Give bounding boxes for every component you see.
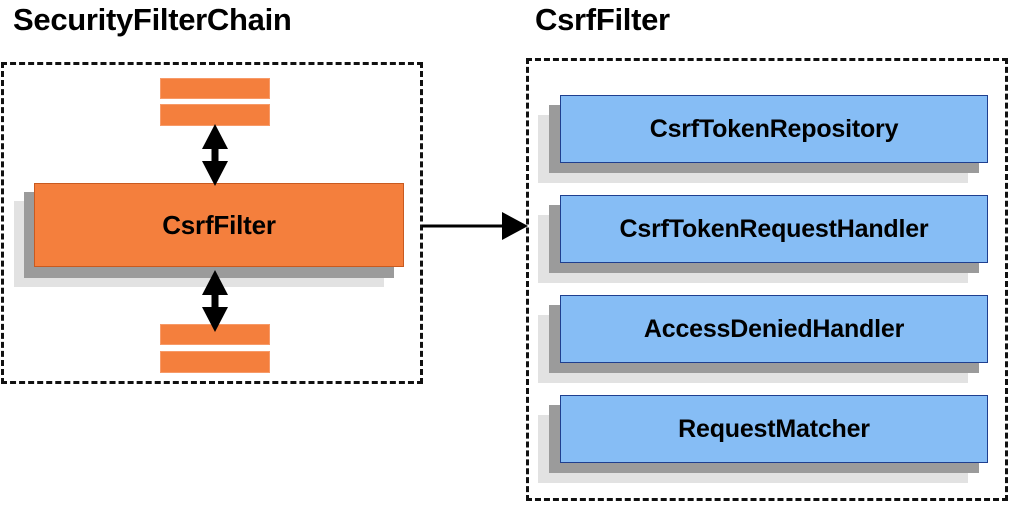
panel-title-security-filter-chain: SecurityFilterChain xyxy=(13,2,292,37)
node-csrf-token-request-handler[interactable]: CsrfTokenRequestHandler xyxy=(538,195,988,283)
filter-stub-bar-top-2 xyxy=(160,104,270,126)
filter-stub-bar-top-1 xyxy=(160,78,270,99)
node-face: CsrfFilter xyxy=(34,183,404,267)
panel-boundary-csrf-filter xyxy=(526,58,1008,501)
filter-stub-bar-bottom-2 xyxy=(160,351,270,373)
node-request-matcher[interactable]: RequestMatcher xyxy=(538,395,988,483)
node-csrf-filter-main[interactable]: CsrfFilter xyxy=(14,183,404,287)
node-face: AccessDeniedHandler xyxy=(560,295,988,363)
node-label: AccessDeniedHandler xyxy=(643,314,905,343)
panel-title-csrf-filter: CsrfFilter xyxy=(535,2,670,37)
node-csrf-token-repository[interactable]: CsrfTokenRepository xyxy=(538,95,988,183)
node-label: CsrfTokenRequestHandler xyxy=(619,214,929,243)
node-access-denied-handler[interactable]: AccessDeniedHandler xyxy=(538,295,988,383)
node-label: CsrfTokenRepository xyxy=(649,114,899,143)
node-face: CsrfTokenRequestHandler xyxy=(560,195,988,263)
node-face: RequestMatcher xyxy=(560,395,988,463)
node-label: CsrfFilter xyxy=(162,209,276,240)
panel-boundary-security-filter-chain xyxy=(1,62,423,384)
filter-stub-bar-bottom-1 xyxy=(160,324,270,345)
node-face: CsrfTokenRepository xyxy=(560,95,988,163)
panel-link-arrow-icon xyxy=(422,212,528,240)
node-label: RequestMatcher xyxy=(678,414,870,443)
